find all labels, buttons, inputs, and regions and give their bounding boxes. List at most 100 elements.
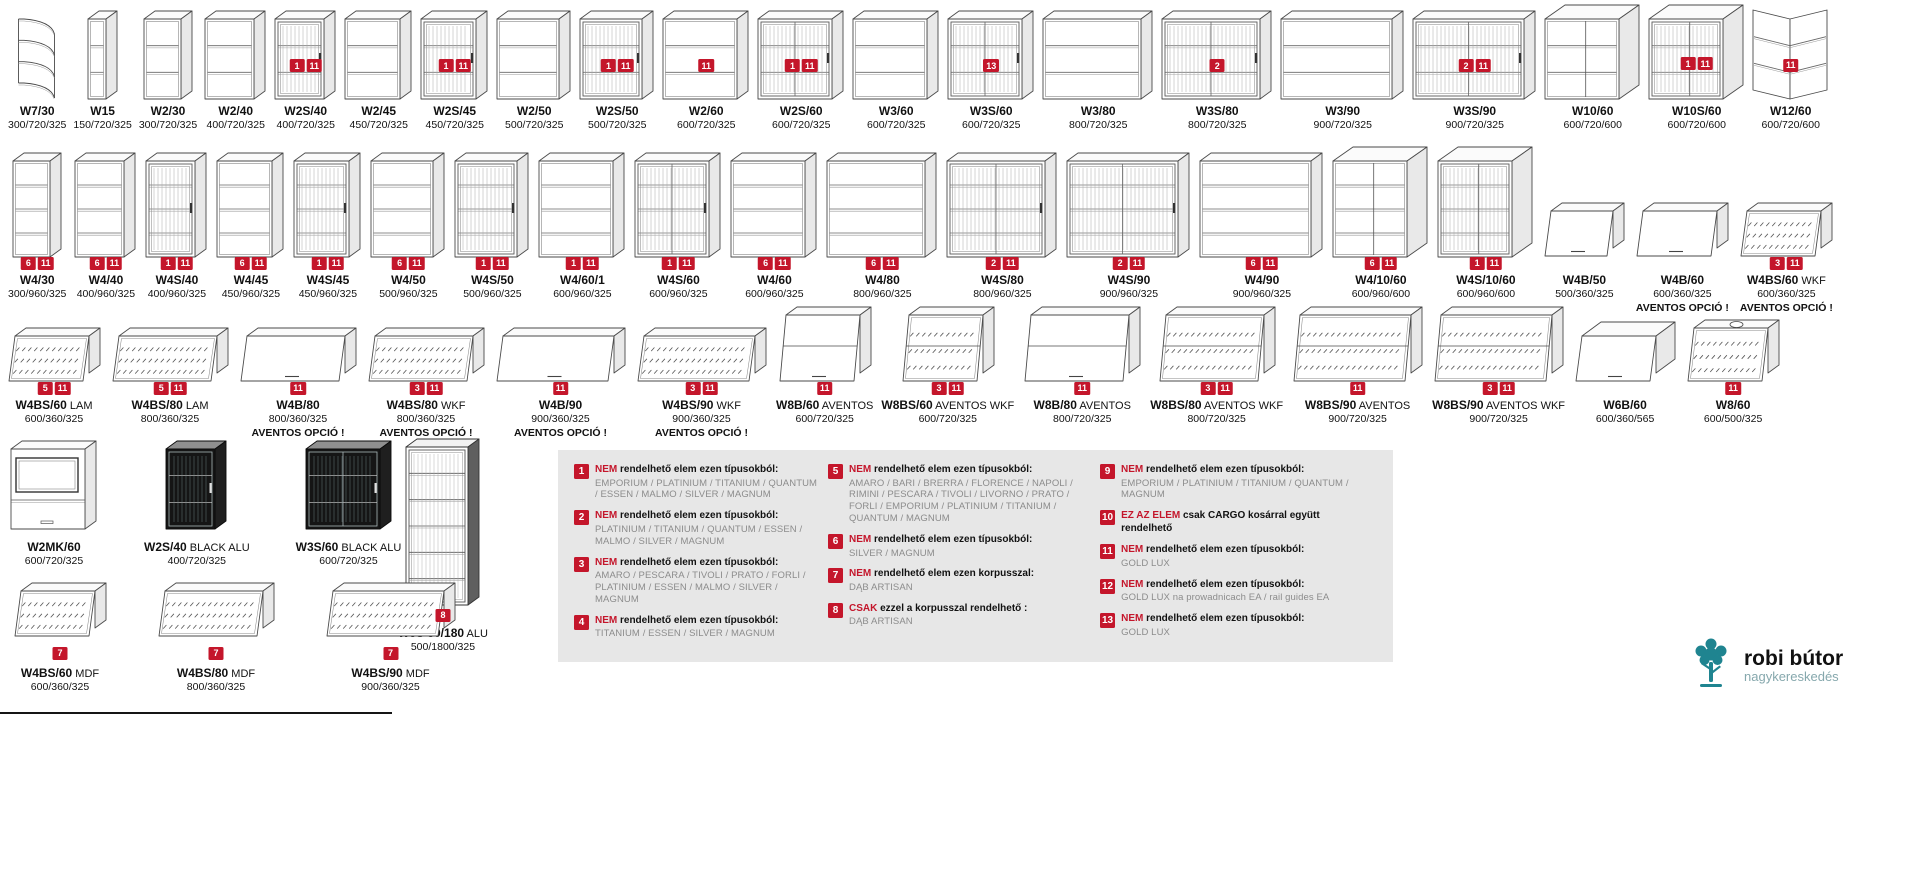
cabinet-label: W4BS/60 MDF: [20, 666, 100, 680]
cabinet-label: W3S/80: [1195, 104, 1239, 118]
footnote-badge: 3: [1200, 381, 1216, 395]
cabinet-label: W3/60: [878, 104, 914, 118]
cabinet-dims: 600/720/600: [1761, 119, 1820, 132]
cabinet-label: W4S/45: [306, 273, 350, 287]
cabinet-dims: 800/960/325: [973, 288, 1032, 301]
footnote-badge: 11: [1074, 381, 1090, 395]
cabinet-dims: 500/360/325: [1555, 288, 1614, 301]
legend-lead: NEM: [1121, 464, 1146, 475]
legend-types: TITANIUM / ESSEN / SILVER / MAGNUM: [595, 628, 775, 640]
cabinet-note: AVENTOS OPCIÓ !: [655, 427, 748, 440]
footnote-badge: 11: [106, 256, 123, 270]
cabinet-drawing: 7: [12, 582, 108, 660]
legend-types: EMPORIUM / PLATINIUM / TITANIUM / QUANTU…: [595, 477, 818, 501]
logo-subtitle: nagykereskedés: [1744, 668, 1839, 684]
cabinet-label: W4/50: [391, 273, 426, 287]
cabinet-dims: 300/720/325: [8, 119, 67, 132]
cabinet-label-suffix: AVENTOS WKF: [1483, 400, 1566, 412]
cabinet-drawing: 11: [494, 327, 627, 395]
cabinet-dims: 800/360/325: [186, 681, 246, 694]
footnote-badge: 11: [1262, 256, 1279, 270]
cabinet-dims: 600/720/325: [795, 413, 854, 426]
footnote-badge: 8: [435, 608, 451, 622]
cabinet-dims: 600/720/325: [867, 119, 926, 132]
cabinet-dims: 400/960/325: [147, 288, 207, 301]
cabinet-dims: 600/960/600: [1351, 288, 1411, 301]
cabinet-label-suffix: AVENTOS: [819, 400, 874, 412]
cabinet-dims: 450/720/325: [425, 119, 484, 132]
footnote-badges: 2: [1209, 56, 1226, 74]
cabinet-label: W2S/50: [595, 104, 639, 118]
cabinet-dims: 600/720/325: [24, 555, 84, 568]
legend-badge: 13: [1100, 613, 1116, 628]
footnote-badge: 11: [1697, 57, 1713, 71]
legend-badge: 7: [828, 568, 843, 584]
cabinet-label: W2S/40: [284, 104, 328, 118]
cabinet-label: W4S/10/60: [1456, 273, 1516, 287]
cabinet-label: W4/30: [19, 273, 55, 287]
legend-types: AMARO / BARI / BRERRA / FLORENCE / NAPOL…: [849, 477, 1073, 525]
legend-lead: NEM: [595, 464, 620, 475]
legend-title: rendelhető elem ezen típusokból:: [620, 510, 779, 522]
legend-lead: CSAK: [849, 602, 881, 614]
footnote-badge: 3: [931, 381, 947, 395]
cabinet-dims: 800/720/325: [1069, 119, 1128, 132]
footnote-badge: 11: [1129, 256, 1146, 270]
cabinet-label-suffix: AVENTOS: [1076, 400, 1131, 412]
footnote-badge: 11: [1381, 256, 1398, 270]
cabinet-label: W3/80: [1080, 104, 1116, 118]
cabinet-label: W4S/60: [657, 273, 700, 287]
footnote-badge: 1: [662, 256, 678, 270]
cabinet-note: AVENTOS OPCIÓ !: [1635, 302, 1729, 315]
cabinet-dims: 900/720/325: [1445, 119, 1504, 132]
cabinet-dims: 500/720/325: [588, 119, 647, 132]
cabinet-label-suffix: MDF: [228, 668, 256, 680]
cabinet-dims: 500/960/325: [379, 288, 438, 301]
legend-lead: NEM: [1121, 578, 1147, 590]
legend-title: rendelhető elem ezen típusokból:: [1146, 544, 1305, 556]
footnote-badge: 11: [251, 256, 268, 270]
legend-badge: 10: [1100, 510, 1116, 526]
footnote-badge: 1: [311, 256, 327, 270]
cabinet-label: W10S/60: [1672, 104, 1722, 118]
footnote-badge: 11: [170, 381, 187, 395]
cabinet-label: W3/90: [1325, 104, 1361, 118]
cabinet-label: W8B/80 AVENTOS: [1033, 398, 1131, 412]
footnote-badges: 11: [289, 378, 307, 396]
footnote-badge: 11: [1725, 381, 1741, 395]
cabinet-label-suffix: LAM: [66, 400, 93, 412]
cabinet-drawing: 11: [1291, 306, 1424, 395]
footnote-badges: 8: [434, 605, 451, 623]
cabinet-dims: 900/720/325: [1313, 119, 1372, 132]
legend-text: NEM rendelhető elem ezen típusokból:EMPO…: [595, 464, 818, 501]
